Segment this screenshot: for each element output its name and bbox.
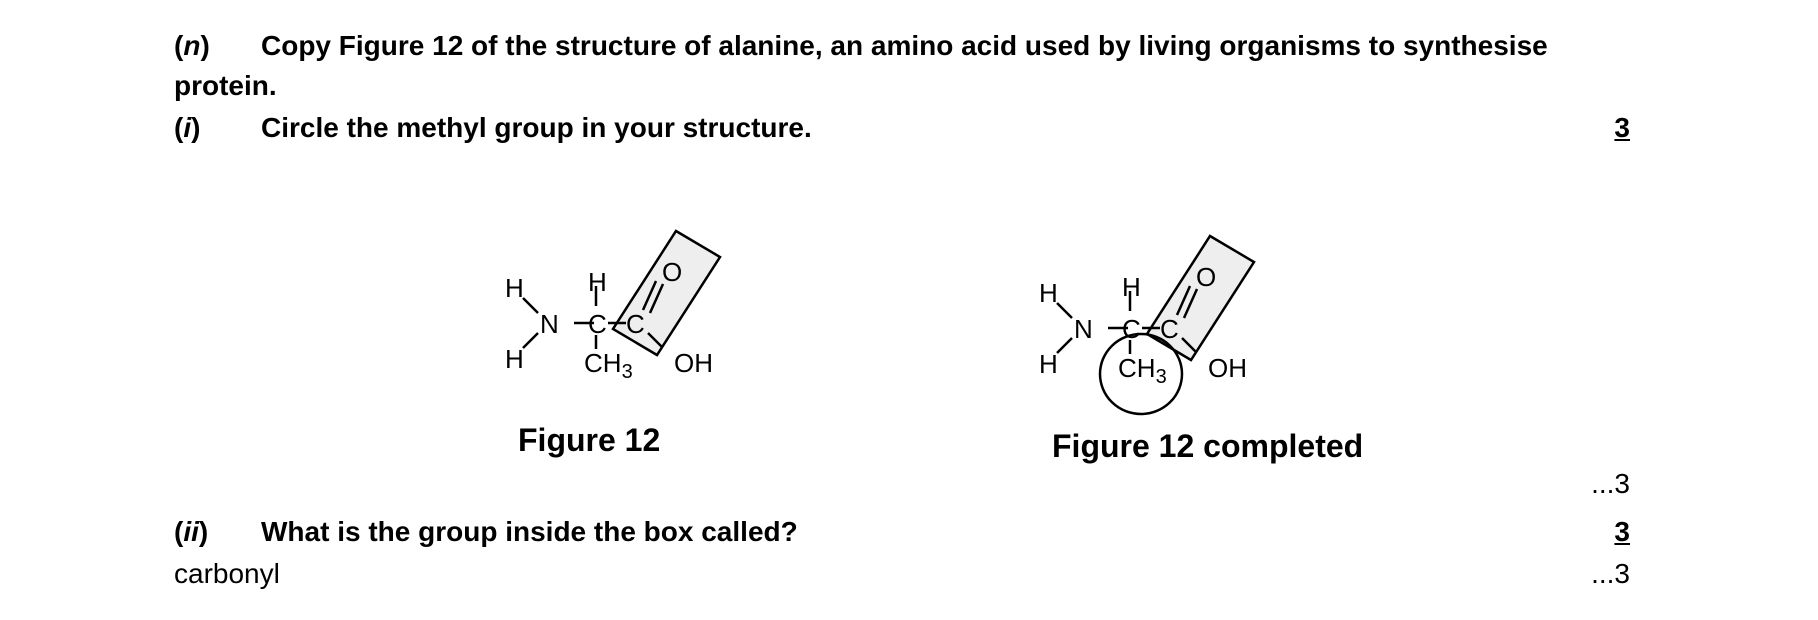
part-ii-text: What is the group inside the box called? xyxy=(261,516,798,547)
c-atom: C xyxy=(1122,314,1141,344)
n-atom: N xyxy=(1074,314,1093,344)
question-n: (n) Copy Figure 12 of the structure of al… xyxy=(174,26,1548,66)
h-atom: H xyxy=(1039,349,1058,379)
figure-12-completed-caption: Figure 12 completed xyxy=(1052,428,1364,464)
part-i-mark: 3 xyxy=(1614,112,1630,143)
question-n-text-line1: Copy Figure 12 of the structure of alani… xyxy=(261,30,1548,61)
bonds xyxy=(1056,285,1199,354)
question-n-text-line2: protein. xyxy=(174,70,277,101)
oh-group: OH xyxy=(674,348,713,378)
c-atom: C xyxy=(588,309,607,339)
methyl-group: CH3 xyxy=(584,348,633,383)
h-atom: H xyxy=(505,273,524,303)
h-atom: H xyxy=(1039,278,1058,308)
answer-ii-text: carbonyl xyxy=(174,558,280,589)
h-atom: H xyxy=(505,344,524,374)
bonds xyxy=(522,280,665,349)
part-i: (i) Circle the methyl group in your struc… xyxy=(174,108,812,148)
atom-labels: H H H N C C O OH CH3 xyxy=(505,257,713,383)
answer-i-mark: ...3 xyxy=(1591,468,1630,499)
part-ii-mark: 3 xyxy=(1614,516,1630,547)
carbonyl-box xyxy=(1145,234,1256,362)
figure-12-caption: Figure 12 xyxy=(518,422,661,458)
part-ii-label: (ii) xyxy=(174,516,209,547)
part-i-label: (i) xyxy=(174,112,201,143)
answer-ii-mark: ...3 xyxy=(1591,558,1630,589)
o-atom: O xyxy=(662,257,682,287)
methyl-circle xyxy=(1098,332,1184,416)
figure-12-structure: H H H N C C O OH CH3 xyxy=(505,229,722,383)
h-atom: H xyxy=(588,267,607,297)
atom-labels: H H H N C C O OH CH3 xyxy=(1039,262,1247,388)
carbonyl-box xyxy=(611,229,722,357)
question-n-label: (n) xyxy=(174,30,210,61)
n-atom: N xyxy=(540,309,559,339)
figure-12-completed-structure: H H H N C C O OH CH3 xyxy=(1039,234,1256,416)
o-atom: O xyxy=(1196,262,1216,292)
part-i-text: Circle the methyl group in your structur… xyxy=(261,112,812,143)
c-atom: C xyxy=(1160,314,1179,344)
c-atom: C xyxy=(626,309,645,339)
methyl-group: CH3 xyxy=(1118,353,1167,388)
h-atom: H xyxy=(1122,272,1141,302)
oh-group: OH xyxy=(1208,353,1247,383)
part-ii: (ii) What is the group inside the box cal… xyxy=(174,512,798,552)
